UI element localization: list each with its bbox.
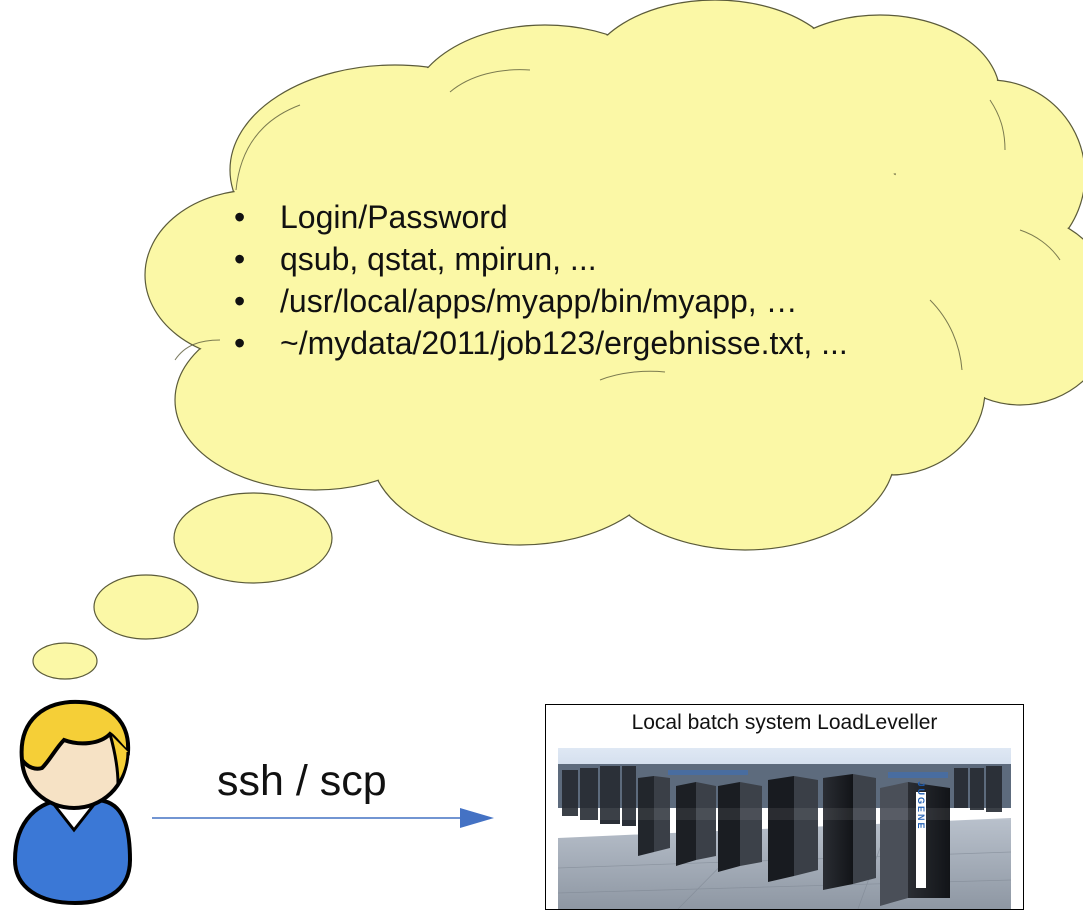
batch-system-title: Local batch system LoadLeveller — [631, 711, 938, 734]
thought-bullet-text: /usr/local/apps/myapp/bin/myapp, … — [280, 283, 798, 319]
thought-cloud — [144, 0, 1083, 551]
connection-arrow — [152, 808, 494, 828]
thought-bubble-small — [32, 642, 98, 680]
thought-bullet-item: • qsub, qstat, mpirun, ... — [228, 238, 848, 280]
bullet-dot: • — [234, 283, 246, 319]
thought-bullet-item: • ~/mydata/2011/job123/ergebnisse.txt, .… — [228, 322, 848, 364]
batch-system-box: Local batch system LoadLeveller — [545, 704, 1024, 910]
thought-bullet-text: Login/Password — [280, 199, 508, 235]
bullet-dot: • — [234, 199, 246, 235]
thought-bullet-item: • Login/Password — [228, 196, 848, 238]
bullet-dot: • — [234, 241, 246, 277]
user-avatar-icon — [12, 699, 133, 906]
supercomputer-photo: JUGENE — [558, 748, 1011, 909]
thought-bullet-item: • /usr/local/apps/myapp/bin/myapp, … — [228, 280, 848, 322]
thought-bullet-list: • Login/Password • qsub, qstat, mpirun, … — [228, 196, 848, 364]
thought-bullet-text: ~/mydata/2011/job123/ergebnisse.txt, ... — [280, 325, 848, 361]
bullet-dot: • — [234, 325, 246, 361]
thought-bubble-medium — [93, 574, 199, 640]
thought-bullet-text: qsub, qstat, mpirun, ... — [280, 241, 597, 277]
jugene-label: JUGENE — [916, 781, 926, 830]
thought-bubble-large — [173, 492, 333, 584]
connection-label: ssh / scp — [217, 757, 387, 805]
